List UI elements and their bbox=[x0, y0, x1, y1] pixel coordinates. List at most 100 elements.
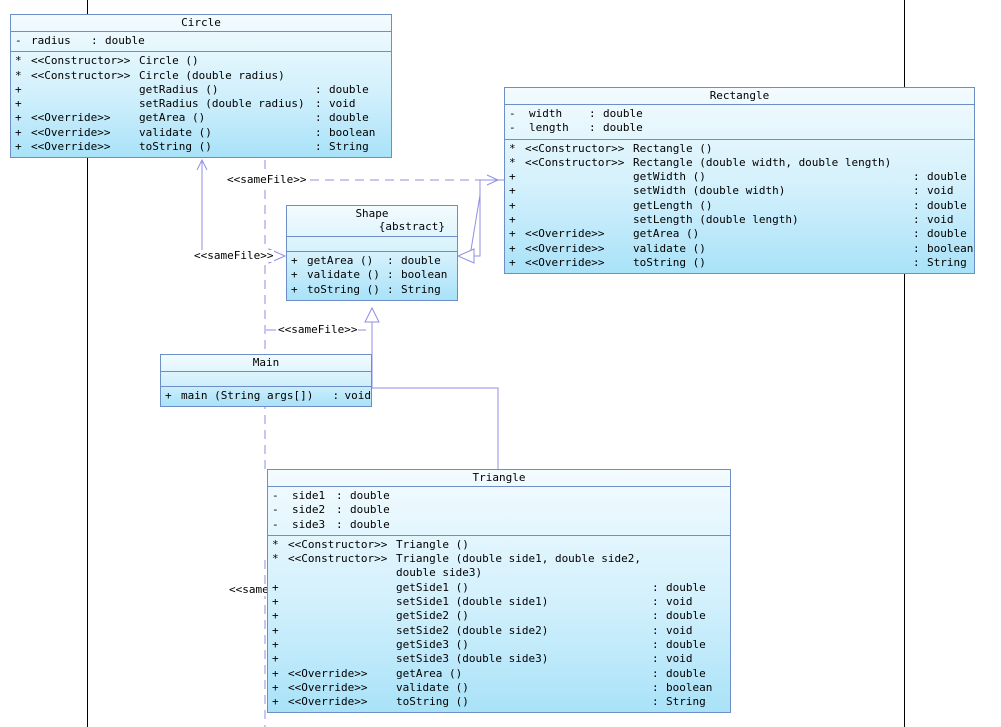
type-separator: : bbox=[336, 503, 343, 517]
member-row[interactable]: +<<Override>>toString ():String bbox=[268, 695, 730, 709]
member-name: getSide1 () bbox=[396, 580, 469, 594]
member-type: double bbox=[603, 107, 643, 120]
visibility-marker: + bbox=[272, 609, 279, 623]
member-name: side2 bbox=[292, 503, 326, 517]
visibility-marker: + bbox=[272, 623, 279, 637]
member-type: double bbox=[666, 637, 706, 651]
class-main[interactable]: Main +main (String args[]):void bbox=[160, 354, 372, 408]
visibility-marker: * bbox=[509, 141, 516, 155]
member-row[interactable]: +getSide3 ():double bbox=[268, 638, 730, 652]
member-row[interactable]: +<<Override>>validate ():boolean bbox=[11, 126, 391, 140]
member-row[interactable]: *<<Constructor>>Triangle () bbox=[268, 538, 730, 552]
visibility-marker: + bbox=[291, 268, 298, 282]
stereotype bbox=[31, 83, 139, 97]
class-triangle[interactable]: Triangle -side1:double-side2:double-side… bbox=[267, 469, 731, 714]
member-name: getSide3 () bbox=[396, 637, 469, 651]
methods-section: *<<Constructor>>Rectangle ()* <<Construct… bbox=[505, 140, 974, 274]
member-name: toString () bbox=[307, 282, 380, 296]
visibility-marker: + bbox=[272, 652, 279, 666]
member-name: setSide1 (double side1) bbox=[396, 595, 549, 609]
member-name: getArea () bbox=[396, 666, 463, 680]
abstract-modifier: {abstract} bbox=[378, 220, 445, 233]
member-row[interactable]: -radius:double bbox=[11, 34, 391, 48]
member-row[interactable]: +<<Override>>validate ():boolean bbox=[268, 681, 730, 695]
type-separator: : bbox=[913, 198, 920, 212]
member-row[interactable]: +getSide1 ():double bbox=[268, 581, 730, 595]
class-shape[interactable]: Shape {abstract} +getArea ():double+vali… bbox=[286, 205, 458, 301]
member-row[interactable]: +getRadius ():double bbox=[11, 83, 391, 97]
stereotype bbox=[288, 624, 396, 638]
member-row[interactable]: -width:double bbox=[505, 107, 974, 121]
member-row[interactable]: -side2:double bbox=[268, 503, 730, 517]
member-row[interactable]: +setSide1 (double side1):void bbox=[268, 595, 730, 609]
member-type: double bbox=[666, 666, 706, 680]
member-name: validate () bbox=[307, 268, 380, 282]
member-row[interactable]: +<<Override>>toString ():String bbox=[505, 256, 974, 270]
stereotype: <<Constructor>> bbox=[525, 155, 625, 169]
member-row[interactable]: double side3) bbox=[268, 566, 730, 580]
member-row[interactable]: -side1:double bbox=[268, 489, 730, 503]
member-row[interactable]: +getLength ():double bbox=[505, 199, 974, 213]
member-name: getLength () bbox=[633, 198, 713, 212]
type-separator: : bbox=[652, 680, 659, 694]
class-rectangle[interactable]: Rectangle -width:double-length:double *<… bbox=[504, 87, 975, 275]
visibility-marker: + bbox=[509, 170, 516, 184]
visibility-marker: - bbox=[509, 107, 516, 120]
member-row[interactable]: +setWidth (double width):void bbox=[505, 184, 974, 198]
type-separator: : bbox=[387, 282, 394, 296]
member-name: Triangle (double side1, double side2, bbox=[396, 552, 642, 566]
member-row[interactable]: +setSide3 (double side3):void bbox=[268, 652, 730, 666]
member-row[interactable]: +getSide2 ():double bbox=[268, 609, 730, 623]
member-name: setSide3 (double side3) bbox=[396, 652, 549, 666]
member-row[interactable]: -length:double bbox=[505, 121, 974, 135]
visibility-marker: - bbox=[272, 503, 279, 517]
member-row[interactable]: +validate ():boolean bbox=[287, 268, 457, 282]
member-row[interactable]: *<<Constructor>>Circle (double radius) bbox=[11, 69, 391, 83]
type-separator: : bbox=[589, 121, 596, 135]
member-name: getArea () bbox=[307, 254, 374, 267]
visibility-marker: + bbox=[15, 82, 22, 96]
member-row[interactable]: *<<Constructor>>Rectangle () bbox=[505, 142, 974, 156]
member-name: Rectangle (double width, double length) bbox=[633, 155, 892, 169]
visibility-marker: + bbox=[509, 255, 516, 269]
member-row[interactable]: +<<Override>>toString ():String bbox=[11, 140, 391, 154]
member-row[interactable]: * <<Constructor>> Rectangle (double width,… bbox=[505, 156, 974, 170]
member-row[interactable]: -side3:double bbox=[268, 518, 730, 532]
member-row[interactable]: +<<Override>>getArea ():double bbox=[505, 227, 974, 241]
member-row[interactable]: +<<Override>>getArea ():double bbox=[11, 111, 391, 125]
member-name: setLength (double length) bbox=[633, 213, 799, 227]
member-type: boolean bbox=[927, 241, 974, 255]
stereotype bbox=[525, 184, 633, 198]
member-type: double bbox=[329, 111, 369, 125]
type-separator: : bbox=[315, 82, 322, 96]
member-row[interactable]: +getWidth ():double bbox=[505, 170, 974, 184]
member-type: void bbox=[344, 389, 372, 402]
member-row[interactable]: +toString ():String bbox=[287, 283, 457, 297]
member-row[interactable]: +<<Override>>validate ():boolean bbox=[505, 242, 974, 256]
member-row[interactable]: *<<Constructor>>Circle () bbox=[11, 54, 391, 68]
member-name: side1 bbox=[292, 489, 326, 502]
visibility-marker: + bbox=[272, 580, 279, 594]
visibility-marker: * bbox=[509, 155, 516, 169]
type-separator: : bbox=[315, 111, 322, 125]
stereotype bbox=[31, 97, 139, 111]
visibility-marker: + bbox=[15, 97, 22, 111]
member-row[interactable]: *<<Constructor>>Triangle (double side1, … bbox=[268, 552, 730, 566]
visibility-marker: + bbox=[509, 213, 516, 227]
member-row[interactable]: +setLength (double length):void bbox=[505, 213, 974, 227]
class-circle[interactable]: Circle -radius:double *<<Constructor>>Ci… bbox=[10, 14, 392, 159]
member-type: String bbox=[329, 140, 369, 154]
member-row[interactable]: +setSide2 (double side2):void bbox=[268, 624, 730, 638]
member-row[interactable]: +<<Override>>getArea ():double bbox=[268, 667, 730, 681]
member-row[interactable]: +main (String args[]):void bbox=[161, 389, 371, 403]
member-name: toString () bbox=[633, 255, 706, 269]
type-separator: : bbox=[913, 241, 920, 255]
visibility-marker: + bbox=[272, 595, 279, 609]
methods-section: +main (String args[]):void bbox=[161, 387, 371, 406]
type-separator: : bbox=[913, 213, 920, 227]
member-type: double bbox=[401, 254, 441, 267]
member-type: void bbox=[927, 184, 954, 198]
member-row[interactable]: +setRadius (double radius):void bbox=[11, 97, 391, 111]
class-name: Triangle bbox=[268, 470, 730, 487]
member-row[interactable]: +getArea ():double bbox=[287, 254, 457, 268]
